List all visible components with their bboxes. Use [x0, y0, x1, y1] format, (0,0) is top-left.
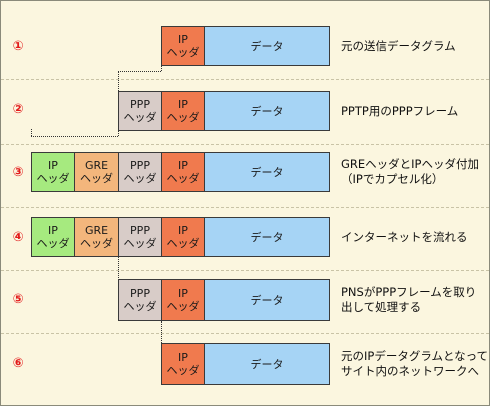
connector-line: [31, 129, 32, 136]
outer-ip-header-box: IP ヘッダ: [31, 152, 75, 192]
gre-header-box: GRE ヘッダ: [74, 217, 119, 257]
row-separator: [1, 333, 489, 334]
step-description-3: GREヘッダとIPヘッダ付加 （IPでカプセル化）: [341, 157, 479, 186]
ppp-header-box: PPP ヘッダ: [118, 217, 162, 257]
ip-header-box: IP ヘッダ: [161, 343, 205, 385]
ip-header-box: IP ヘッダ: [161, 26, 205, 66]
row-separator: [1, 79, 489, 80]
step-description-1: 元の送信データグラム: [341, 39, 456, 53]
data-box: データ: [204, 343, 330, 385]
ip-header-box: IP ヘッダ: [161, 279, 205, 321]
connector-line: [161, 64, 162, 71]
step-description-4: インターネットを流れる: [341, 230, 468, 244]
data-box: データ: [204, 279, 330, 321]
step-number-1: ①: [12, 39, 24, 54]
connector-line: [31, 136, 118, 137]
ip-header-box: IP ヘッダ: [161, 152, 205, 192]
connector-line: [118, 129, 119, 136]
ppp-header-box: PPP ヘッダ: [118, 91, 162, 131]
outer-ip-header-box: IP ヘッダ: [31, 217, 75, 257]
data-box: データ: [204, 217, 330, 257]
gre-header-box: GRE ヘッダ: [74, 152, 119, 192]
connector-line: [118, 256, 119, 278]
connector-line: [118, 71, 161, 72]
data-box: データ: [204, 91, 330, 131]
step-number-3: ③: [12, 165, 24, 180]
connector-line: [161, 321, 162, 343]
step-number-4: ④: [12, 230, 24, 245]
ip-header-box: IP ヘッダ: [161, 217, 205, 257]
row-separator: [1, 207, 489, 208]
step-number-2: ②: [12, 102, 24, 117]
row-separator: [1, 270, 489, 271]
ppp-header-box: PPP ヘッダ: [118, 152, 162, 192]
step-description-2: PPTP用のPPPフレーム: [341, 104, 459, 118]
step-description-5: PNSがPPPフレームを取り 出して処理する: [341, 285, 477, 314]
ip-header-box: IP ヘッダ: [161, 91, 205, 131]
data-box: データ: [204, 26, 330, 66]
step-description-6: 元のIPデータグラムとなって サイト内のネットワークへ: [341, 349, 489, 378]
step-number-6: ⑥: [12, 356, 24, 371]
ppp-header-box: PPP ヘッダ: [118, 279, 162, 321]
row-separator: [1, 144, 489, 145]
connector-line: [118, 71, 119, 91]
data-box: データ: [204, 152, 330, 192]
step-number-5: ⑤: [12, 292, 24, 307]
